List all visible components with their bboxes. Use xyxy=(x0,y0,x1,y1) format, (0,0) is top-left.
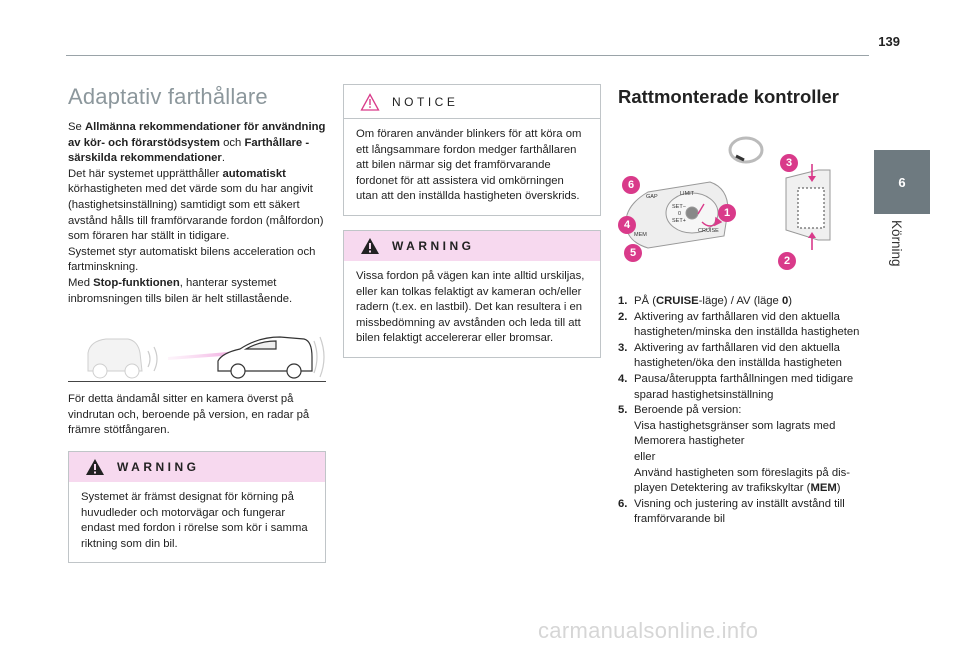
column-left: Adaptativ farthållare Se Allmänna rekomm… xyxy=(68,84,326,564)
notice-triangle-icon xyxy=(360,92,380,111)
svg-text:CRUISE: CRUISE xyxy=(698,228,719,234)
warning-header: WARNING xyxy=(344,230,600,261)
svg-text:0: 0 xyxy=(678,211,681,217)
camera-paragraph: För detta ändamål sitter en kamera övers… xyxy=(68,393,310,437)
notice-heading: NOTICE xyxy=(392,94,459,109)
chapter-tab[interactable]: 6 xyxy=(874,150,930,214)
column-middle: NOTICE Om föraren använder blinkers för … xyxy=(343,84,601,358)
controls-list: 1. PÅ (CRUISE-läge) / AV (läge 0) 2.Akti… xyxy=(618,294,868,528)
controls-title: Rattmonterade kontroller xyxy=(618,86,840,107)
warning-heading: WARNING xyxy=(392,238,475,253)
marker-4: 4 xyxy=(618,216,636,234)
steering-lever-diagram: GAP MEM LIMIT CRUISE SET− SET+ 0 xyxy=(625,136,831,250)
car-radar-illustration xyxy=(68,327,326,381)
chapter-label-container: Körning xyxy=(882,220,922,290)
warning-text: Vissa fordon på vägen kan inte alltid ur… xyxy=(344,260,600,357)
warning-text: Systemet är främst designat för körning … xyxy=(81,490,308,550)
illustration-rule xyxy=(68,381,326,383)
marker-5: 5 xyxy=(624,244,642,262)
svg-text:LIMIT: LIMIT xyxy=(680,191,695,197)
warning-triangle-icon xyxy=(86,458,104,475)
list-item: 6.Visning och justering av inställt avst… xyxy=(618,497,845,526)
list-item: 4.Pausa/återuppta farthållningen med tid… xyxy=(618,372,854,401)
marker-2: 2 xyxy=(778,252,796,270)
page-number: 139 xyxy=(878,34,900,49)
header-rule xyxy=(66,55,869,56)
marker-6: 6 xyxy=(622,176,640,194)
controls-illustration: GAP MEM LIMIT CRUISE SET− SET+ 0 xyxy=(618,118,868,278)
svg-text:MEM: MEM xyxy=(634,232,647,238)
section-title: Adaptativ farthållare xyxy=(68,84,268,109)
warning-triangle-icon xyxy=(361,237,379,254)
warning-heading: WARNING xyxy=(117,459,200,474)
list-item: 1. PÅ (CRUISE-läge) / AV (läge 0) xyxy=(618,295,793,307)
list-item: 2.Aktivering av farthållaren vid den akt… xyxy=(618,310,860,339)
chapter-label: Körning xyxy=(889,220,904,267)
svg-text:SET−: SET− xyxy=(672,204,686,210)
marker-3: 3 xyxy=(780,154,798,172)
warning-header: WARNING xyxy=(69,451,325,482)
notice-text: Om föraren använder blinkers för att kör… xyxy=(356,128,582,203)
svg-text:GAP: GAP xyxy=(646,194,658,200)
marker-1: 1 xyxy=(718,204,736,222)
steering-wheel-icon xyxy=(728,136,764,164)
notice-header: NOTICE xyxy=(344,85,600,119)
list-item: 3.Aktivering av farthållaren vid den akt… xyxy=(618,341,842,370)
column-right: Rattmonterade kontroller GAP MEM LIMIT C… xyxy=(618,84,868,528)
intro-paragraph: Se Allmänna rekommendationer för användn… xyxy=(68,121,326,305)
watermark-text[interactable]: carmanualsonline.info xyxy=(538,618,759,643)
svg-text:SET+: SET+ xyxy=(672,218,686,224)
list-item: 5. Beroende på version:Visa hastighetsgr… xyxy=(618,404,851,495)
warning-box-left: WARNING Systemet är främst designat för … xyxy=(68,450,326,564)
notice-box: NOTICE Om föraren använder blinkers för … xyxy=(343,84,601,216)
warning-box-middle: WARNING Vissa fordon på vägen kan inte a… xyxy=(343,229,601,358)
